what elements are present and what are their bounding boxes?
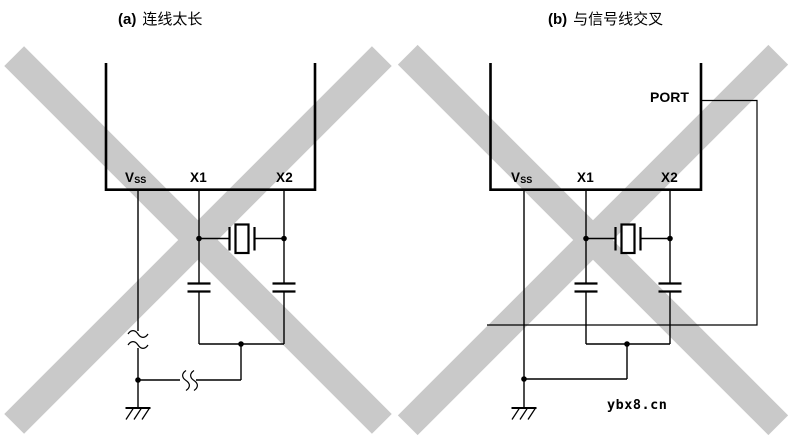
circuit-a bbox=[104, 63, 317, 420]
junction-dot bbox=[196, 235, 202, 242]
vss-main: V bbox=[125, 170, 135, 185]
chip-outline-b bbox=[489, 63, 703, 191]
junction-dot bbox=[281, 235, 287, 242]
caption-b: (b) 与信号线交叉 bbox=[548, 8, 663, 29]
pin-label-vss-b: VSS bbox=[511, 170, 532, 185]
caption-b-text: 与信号线交叉 bbox=[573, 11, 664, 28]
ground-symbol-a bbox=[125, 407, 151, 420]
capacitor-x1-a bbox=[187, 282, 211, 293]
wire-break-tilde bbox=[127, 341, 149, 349]
wire-break-wave bbox=[182, 370, 190, 391]
ground-symbol-b bbox=[511, 407, 537, 420]
pin-label-x1-a: X1 bbox=[190, 170, 207, 185]
x-cross-bar bbox=[397, 44, 788, 436]
junction-dot bbox=[583, 235, 589, 242]
capacitor-x2-a bbox=[272, 282, 296, 293]
vss-subscript: SS bbox=[134, 175, 147, 185]
wire-break-wave bbox=[190, 370, 198, 391]
wire-break-tilde bbox=[127, 330, 149, 338]
pin-label-x1-b: X1 bbox=[577, 170, 594, 185]
pin-label-x2-a: X2 bbox=[276, 170, 293, 185]
port-signal-line bbox=[487, 99, 758, 326]
pin-label-x2-b: X2 bbox=[661, 170, 678, 185]
junction-dot bbox=[135, 377, 141, 383]
caption-a: (a) 连线太长 bbox=[118, 8, 202, 29]
crystal-body-a bbox=[234, 223, 250, 255]
junction-dot bbox=[667, 235, 673, 242]
chip-outline-a bbox=[104, 63, 317, 191]
vss-main: V bbox=[511, 170, 521, 185]
watermark-text: ybx8.cn bbox=[607, 397, 668, 413]
x-cross-mark-b bbox=[397, 44, 788, 436]
junction-dot bbox=[521, 376, 527, 382]
junction-dot bbox=[238, 341, 244, 347]
caption-a-index: (a) bbox=[118, 11, 137, 28]
caption-b-index: (b) bbox=[548, 11, 568, 28]
vss-subscript: SS bbox=[520, 175, 533, 185]
caption-a-text: 连线太长 bbox=[142, 11, 203, 28]
circuit-b bbox=[487, 63, 758, 420]
port-label: PORT bbox=[650, 89, 689, 105]
junction-dot bbox=[624, 341, 630, 347]
capacitor-x1-b bbox=[574, 282, 598, 293]
crystal-body-b bbox=[620, 223, 636, 255]
pin-label-vss-a: VSS bbox=[125, 170, 146, 185]
